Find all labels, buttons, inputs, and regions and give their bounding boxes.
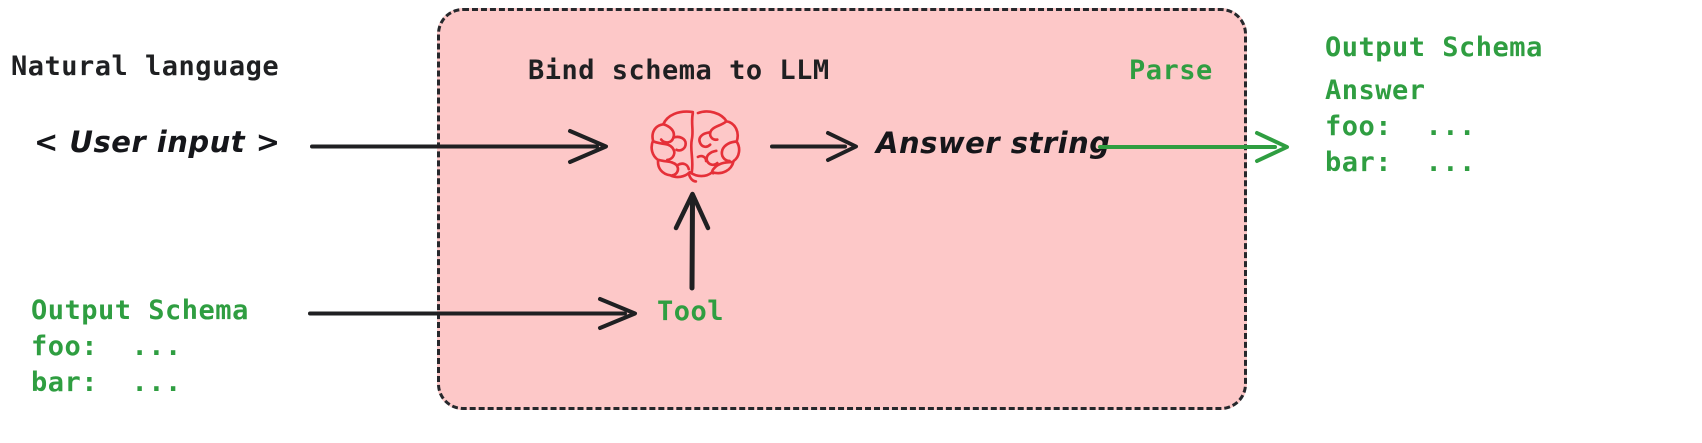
input-schema-line-bar: bar: ... [31, 367, 182, 398]
user-input-text: < User input > [34, 125, 281, 159]
output-schema-line-foo: foo: ... [1325, 111, 1476, 142]
output-schema-spacer [1325, 66, 1543, 73]
parse-label: Parse [1129, 55, 1213, 86]
output-schema-title: Output Schema [1325, 32, 1543, 63]
answer-string-text: Answer string [876, 126, 1111, 160]
llm-panel [437, 8, 1247, 410]
output-schema-line-bar: bar: ... [1325, 147, 1476, 178]
bind-schema-to-llm-label: Bind schema to LLM [528, 55, 830, 86]
output-schema-answer-line: Answer [1325, 75, 1426, 106]
output-schema-block: Output Schema Answer foo: ... bar: ... [1325, 30, 1543, 181]
input-output-schema-block: Output Schema foo: ... bar: ... [31, 293, 249, 401]
natural-language-label: Natural language [11, 51, 280, 82]
input-schema-line-foo: foo: ... [31, 331, 182, 362]
input-schema-title: Output Schema [31, 295, 249, 326]
tool-label: Tool [657, 296, 725, 327]
